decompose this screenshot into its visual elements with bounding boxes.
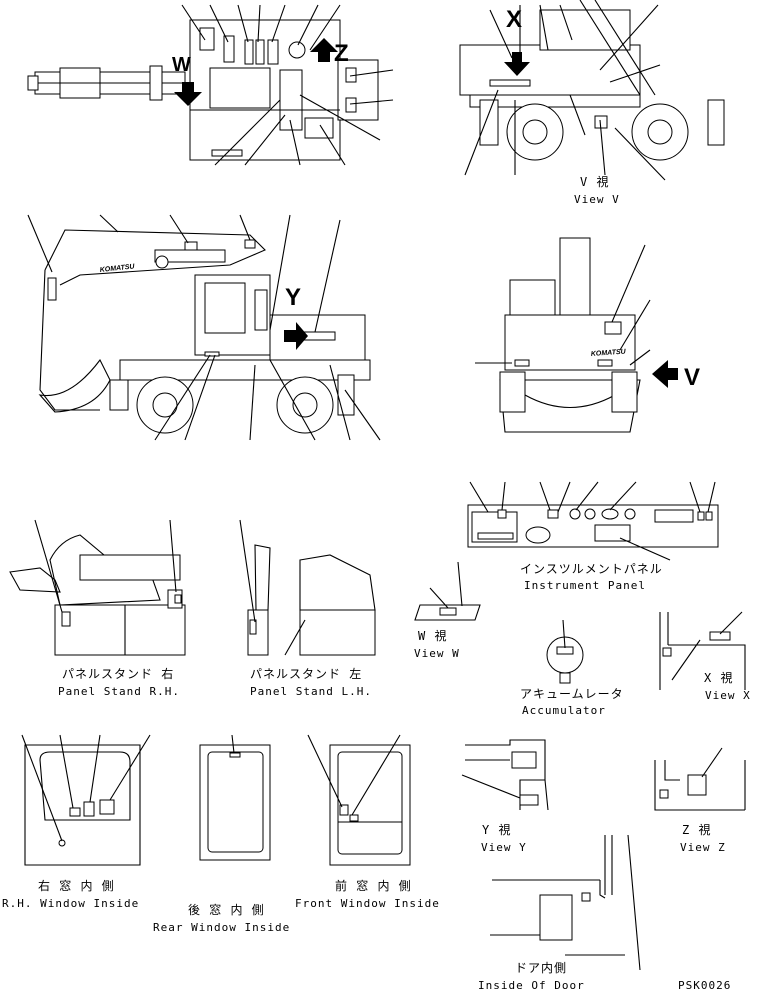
accumulator-caption: Accumulator (522, 704, 606, 717)
arrow-z-label: Z (334, 40, 349, 67)
panel-stand-rh-caption: Panel Stand R.H. (58, 685, 180, 698)
panel-stand-rh-drawing (9, 519, 186, 656)
view-v-title: V 視 (580, 175, 610, 189)
view-x-caption: View X (705, 689, 751, 702)
panel-stand-lh-caption: Panel Stand L.H. (250, 685, 372, 698)
view-v-caption: View V (574, 193, 620, 206)
instrument-panel-title: インスツルメントパネル (520, 562, 663, 576)
view-w-title: W 視 (418, 629, 448, 643)
view-x-title: X 視 (704, 671, 734, 685)
accumulator-title: アキュームレータ (520, 687, 624, 701)
arrow-w-label: W (172, 54, 191, 76)
front-window-title: 前 窓 内 側 (335, 879, 412, 893)
brand-label-side: KOMATSU (99, 263, 135, 274)
view-x-drawing (659, 611, 746, 690)
arrow-x-label: X (506, 6, 523, 33)
instrument-panel-drawing (467, 481, 719, 561)
arrow-x-icon (504, 52, 530, 76)
view-z-caption: View Z (680, 841, 726, 854)
door-drawing (490, 834, 641, 971)
view-z-drawing (654, 747, 746, 811)
accumulator-drawing (546, 619, 584, 684)
rear-window-title: 後 窓 内 側 (188, 903, 265, 917)
rear-window-caption: Rear Window Inside (153, 921, 291, 934)
view-z-title: Z 視 (682, 823, 712, 837)
front-window-drawing (307, 734, 411, 866)
arrow-z-icon (310, 38, 338, 62)
front-window-caption: Front Window Inside (295, 897, 440, 910)
side-view (27, 214, 381, 441)
panel-stand-lh-title: パネルスタンド 左 (250, 667, 363, 681)
arrow-v-icon (652, 360, 678, 388)
rear-view-v (459, 0, 725, 181)
view-w-drawing (414, 561, 481, 621)
brand-label-front: KOMATSU (591, 349, 627, 358)
arrow-y-label: Y (285, 284, 302, 311)
arrow-w-icon (174, 82, 202, 106)
view-y-caption: View Y (481, 841, 527, 854)
door-caption: Inside Of Door (478, 979, 585, 992)
arrow-v-label: V (684, 364, 701, 391)
front-view (475, 237, 678, 433)
panel-stand-lh-drawing (239, 519, 376, 656)
view-w-caption: View W (414, 647, 460, 660)
view-y-title: Y 視 (482, 823, 512, 837)
panel-stand-rh-title: パネルスタンド 右 (62, 667, 175, 681)
rear-window-drawing (199, 734, 271, 861)
top-view (27, 4, 394, 166)
door-title: ドア内側 (515, 961, 568, 975)
rh-window-title: 右 窓 内 側 (38, 879, 115, 893)
drawing-code: PSK0026 (678, 979, 732, 992)
rh-window-drawing (21, 734, 151, 866)
rh-window-caption: R.H. Window Inside (2, 897, 140, 910)
arrow-y-icon (284, 322, 308, 350)
instrument-panel-caption: Instrument Panel (524, 579, 646, 592)
view-y-drawing (461, 739, 549, 811)
